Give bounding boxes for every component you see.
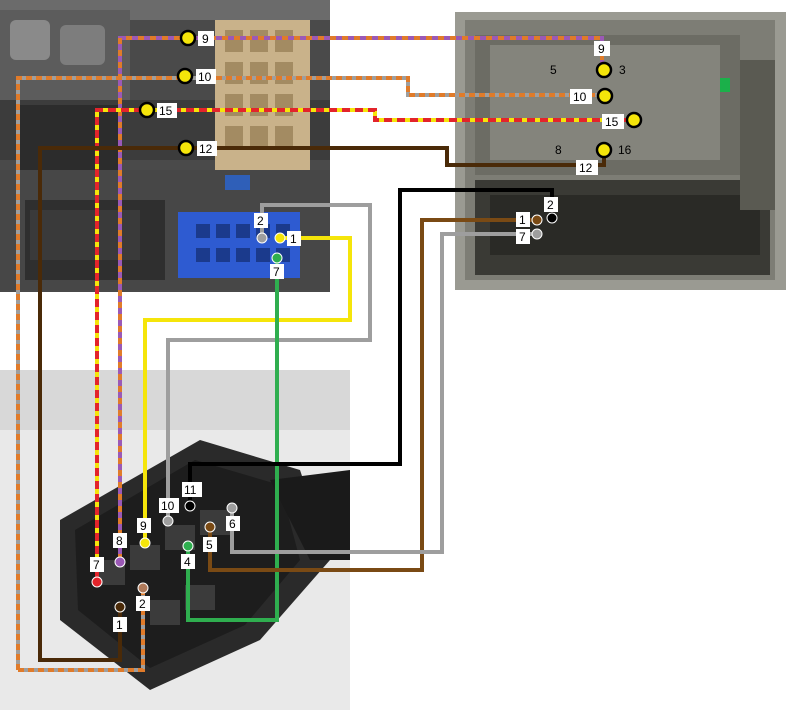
pin-label: 1 bbox=[116, 618, 123, 632]
wire-red-dash bbox=[95, 108, 632, 580]
cavity-number: 3 bbox=[619, 63, 626, 77]
cavity-number: 16 bbox=[618, 143, 632, 157]
pin-label: 10 bbox=[161, 499, 175, 513]
wire-grey bbox=[166, 203, 372, 520]
wire-green bbox=[186, 258, 279, 622]
pin-label: 7 bbox=[519, 230, 526, 244]
pins-top-left: 9 10 15 12 bbox=[138, 29, 217, 157]
pin-label: 5 bbox=[206, 538, 213, 552]
pin-label: 9 bbox=[202, 32, 209, 46]
pin-label: 10 bbox=[198, 70, 212, 84]
pin-label: 7 bbox=[93, 558, 100, 572]
pins-right-lower: 2 1 7 bbox=[516, 197, 558, 244]
pin-label: 6 bbox=[229, 517, 236, 531]
wire-yellow bbox=[143, 236, 352, 542]
pin-label: 15 bbox=[159, 104, 173, 118]
cavity-number: 8 bbox=[555, 143, 562, 157]
pin-label: 11 bbox=[184, 483, 197, 497]
wire-brown bbox=[208, 218, 535, 572]
pin-label: 12 bbox=[199, 142, 213, 156]
pins-blue-connector: 2 1 7 bbox=[254, 213, 301, 279]
pin-label: 9 bbox=[598, 42, 605, 56]
pin-label: 4 bbox=[184, 555, 191, 569]
pins-plug: 11 10 9 8 7 6 5 4 2 1 bbox=[90, 482, 240, 632]
wire-light-grey bbox=[230, 232, 536, 554]
pin-label: 12 bbox=[579, 161, 593, 175]
pins-top-right: 9 10 15 12 bbox=[570, 41, 643, 175]
pin-label: 9 bbox=[140, 519, 147, 533]
wire-orange-dash bbox=[18, 590, 145, 672]
cavity-number: 5 bbox=[550, 63, 557, 77]
pin-label: 1 bbox=[290, 232, 297, 246]
pin-label: 2 bbox=[139, 597, 146, 611]
pin-label: 15 bbox=[605, 115, 619, 129]
pin-label: 8 bbox=[116, 534, 123, 548]
pin-label: 2 bbox=[257, 214, 264, 228]
harness-connector-photo: 5 3 8 16 bbox=[455, 12, 786, 290]
pin-label: 1 bbox=[519, 213, 526, 227]
pin-label: 7 bbox=[273, 265, 280, 279]
wire-orange-dash bbox=[16, 76, 605, 670]
wire-black bbox=[188, 188, 554, 505]
target-plug-photo bbox=[0, 370, 350, 710]
pin-label: 10 bbox=[573, 90, 587, 104]
pin-label: 2 bbox=[547, 198, 554, 212]
